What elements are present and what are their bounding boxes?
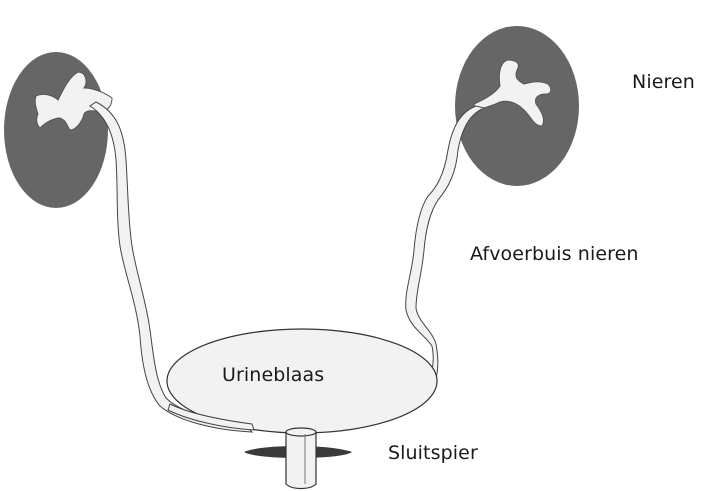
sphincter-label: Sluitspier bbox=[388, 444, 478, 463]
urethra-top-rim bbox=[286, 428, 316, 436]
ureters-label: Afvoerbuis nieren bbox=[470, 245, 639, 264]
kidneys-label: Nieren bbox=[632, 73, 695, 92]
urethra bbox=[286, 432, 316, 489]
left-kidney bbox=[4, 52, 108, 208]
bladder-label: Urineblaas bbox=[222, 366, 324, 385]
right-kidney bbox=[455, 26, 579, 186]
